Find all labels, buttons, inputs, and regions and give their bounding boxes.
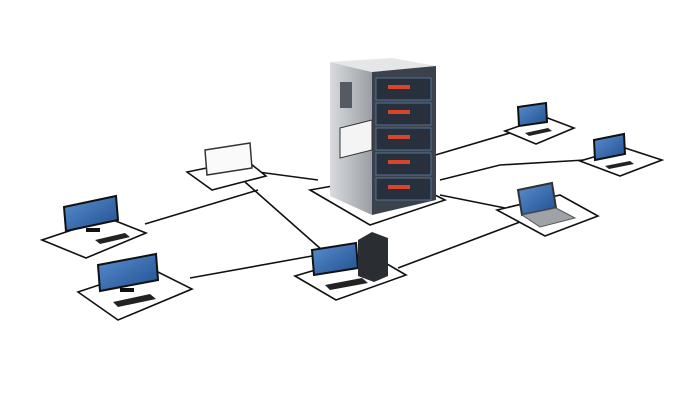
link-bottomleft [189, 255, 313, 279]
connection-lines [144, 129, 586, 279]
link-server-topleft [257, 171, 319, 181]
link-left [144, 189, 259, 225]
link-topleft-center [244, 181, 323, 251]
link-server-right [431, 129, 521, 157]
monitor-icon-bottomleft [96, 252, 160, 307]
link-server-farright [439, 159, 586, 181]
monitor-icon-left [62, 194, 130, 244]
monitor-icon-farright [592, 132, 634, 169]
monitor-icon-topleft [204, 142, 253, 176]
laptop-icon [516, 181, 577, 228]
drive-bays [375, 77, 432, 201]
server-icon [330, 58, 436, 215]
link-center-laptop [397, 221, 521, 269]
link-server-laptop [439, 194, 506, 209]
desktop-icon-center [310, 232, 388, 290]
monitor-icon-topright [516, 101, 552, 136]
